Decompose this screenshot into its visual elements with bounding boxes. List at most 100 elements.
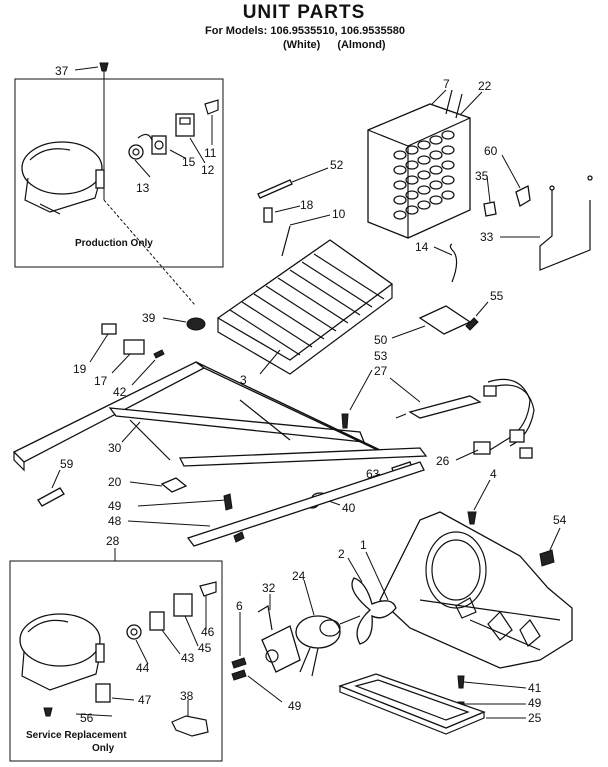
label-41: 41 — [528, 681, 542, 695]
label-40: 40 — [342, 501, 356, 515]
label-50: 50 — [374, 333, 388, 347]
part-32-motor-bracket: 32 — [257, 581, 301, 673]
part-45-overload — [173, 593, 193, 617]
production-only-caption: Production Only — [75, 238, 153, 249]
part-33-tubing — [539, 175, 593, 271]
part-25-drain-pan: 25 — [338, 673, 542, 735]
part-60-bracket — [515, 185, 531, 207]
part-27-thermostat — [395, 395, 482, 419]
label-35: 35 — [475, 169, 489, 183]
part-59-spring: 59 — [37, 457, 74, 507]
label-45: 45 — [198, 641, 212, 655]
part-13-grommet — [128, 133, 153, 160]
part-6-screws: 6 — [231, 599, 247, 681]
label-25: 25 — [528, 711, 542, 725]
part-24-motor: 24 — [292, 569, 361, 677]
label-42: 42 — [113, 385, 127, 399]
label-59: 59 — [60, 457, 74, 471]
part-10-tube — [281, 225, 291, 257]
label-15: 15 — [182, 155, 196, 169]
label-37: 37 — [55, 64, 69, 78]
part-43-relay — [149, 611, 165, 631]
label-49-motor: 49 — [288, 699, 302, 713]
label-12: 12 — [201, 163, 215, 177]
label-4: 4 — [490, 467, 497, 481]
label-2: 2 — [338, 547, 345, 561]
label-32: 32 — [262, 581, 276, 595]
variant-white: (White) — [283, 39, 321, 51]
wiring-harness-26 — [473, 378, 535, 459]
label-6: 6 — [236, 599, 243, 613]
label-11: 11 — [204, 146, 217, 160]
label-30: 30 — [108, 441, 122, 455]
label-46: 46 — [201, 625, 215, 639]
label-1: 1 — [360, 538, 367, 552]
label-56: 56 — [80, 711, 94, 725]
part-35-plug — [483, 201, 497, 217]
service-replacement-caption-only: Only — [92, 743, 115, 754]
part-15-relay — [151, 135, 167, 155]
label-22: 22 — [478, 79, 492, 93]
part-4-screw: 4 — [467, 467, 497, 525]
label-3: 3 — [240, 373, 247, 387]
label-18: 18 — [300, 198, 314, 212]
label-19: 19 — [73, 362, 87, 376]
label-28: 28 — [106, 534, 120, 548]
evaporator-coil — [216, 239, 394, 375]
label-49-lower: 49 — [528, 696, 542, 710]
machine-compartment-bracket — [379, 511, 573, 669]
part-19-clip — [101, 323, 117, 335]
label-44: 44 — [136, 661, 150, 675]
label-52: 52 — [330, 158, 344, 172]
label-33: 33 — [480, 230, 494, 244]
label-49-upper: 49 — [108, 499, 122, 513]
part-14-spring — [449, 243, 458, 283]
label-43: 43 — [181, 651, 195, 665]
part-42-screw — [153, 349, 165, 359]
label-47: 47 — [138, 693, 152, 707]
label-17: 17 — [94, 374, 108, 388]
part-54-nut: 54 — [539, 513, 567, 567]
part-56-screw — [43, 707, 53, 717]
label-24: 24 — [292, 569, 306, 583]
label-7: 7 — [443, 77, 450, 91]
part-55-screw: 55 — [465, 289, 504, 331]
page-title: UNIT PARTS — [242, 2, 366, 23]
compressor-production — [21, 141, 105, 215]
label-10: 10 — [332, 207, 346, 221]
part-38-bracket — [171, 715, 209, 737]
part-39-grommet: 39 — [142, 311, 206, 331]
label-14: 14 — [415, 240, 429, 254]
part-52-heater: 52 — [257, 158, 344, 199]
part-46-clip — [199, 581, 217, 597]
part-12-overload — [175, 113, 195, 137]
part-53-screw — [341, 413, 349, 429]
label-54: 54 — [553, 513, 567, 527]
part-47-capacitor — [95, 683, 135, 703]
label-13: 13 — [136, 181, 150, 195]
part-11-clip — [204, 99, 219, 115]
variant-almond: (Almond) — [337, 39, 386, 51]
part-44-grommet — [126, 624, 142, 640]
label-39: 39 — [142, 311, 156, 325]
part-41-screw: 41 — [457, 675, 542, 695]
base-frame-30 — [12, 361, 428, 472]
part-1-screw: 1 — [360, 538, 389, 601]
label-20: 20 — [108, 475, 122, 489]
part-2-fan-blade: 2 — [338, 547, 397, 645]
part-17-relay — [123, 339, 145, 355]
label-55: 55 — [490, 289, 504, 303]
production-only-inset: Production Only — [14, 78, 224, 268]
model-variants: (White) (Almond) — [283, 39, 386, 51]
compressor-service — [19, 613, 105, 691]
part-50-bracket: 50 — [374, 305, 472, 347]
label-38: 38 — [180, 689, 194, 703]
service-replacement-caption: Service Replacement — [26, 730, 127, 741]
label-60: 60 — [484, 144, 498, 158]
label-53: 53 — [374, 349, 388, 363]
part-37-screw: 37 — [55, 62, 109, 200]
label-48: 48 — [108, 514, 122, 528]
part-20-clip: 20 — [108, 475, 188, 493]
service-replacement-inset: 28 — [9, 534, 223, 762]
